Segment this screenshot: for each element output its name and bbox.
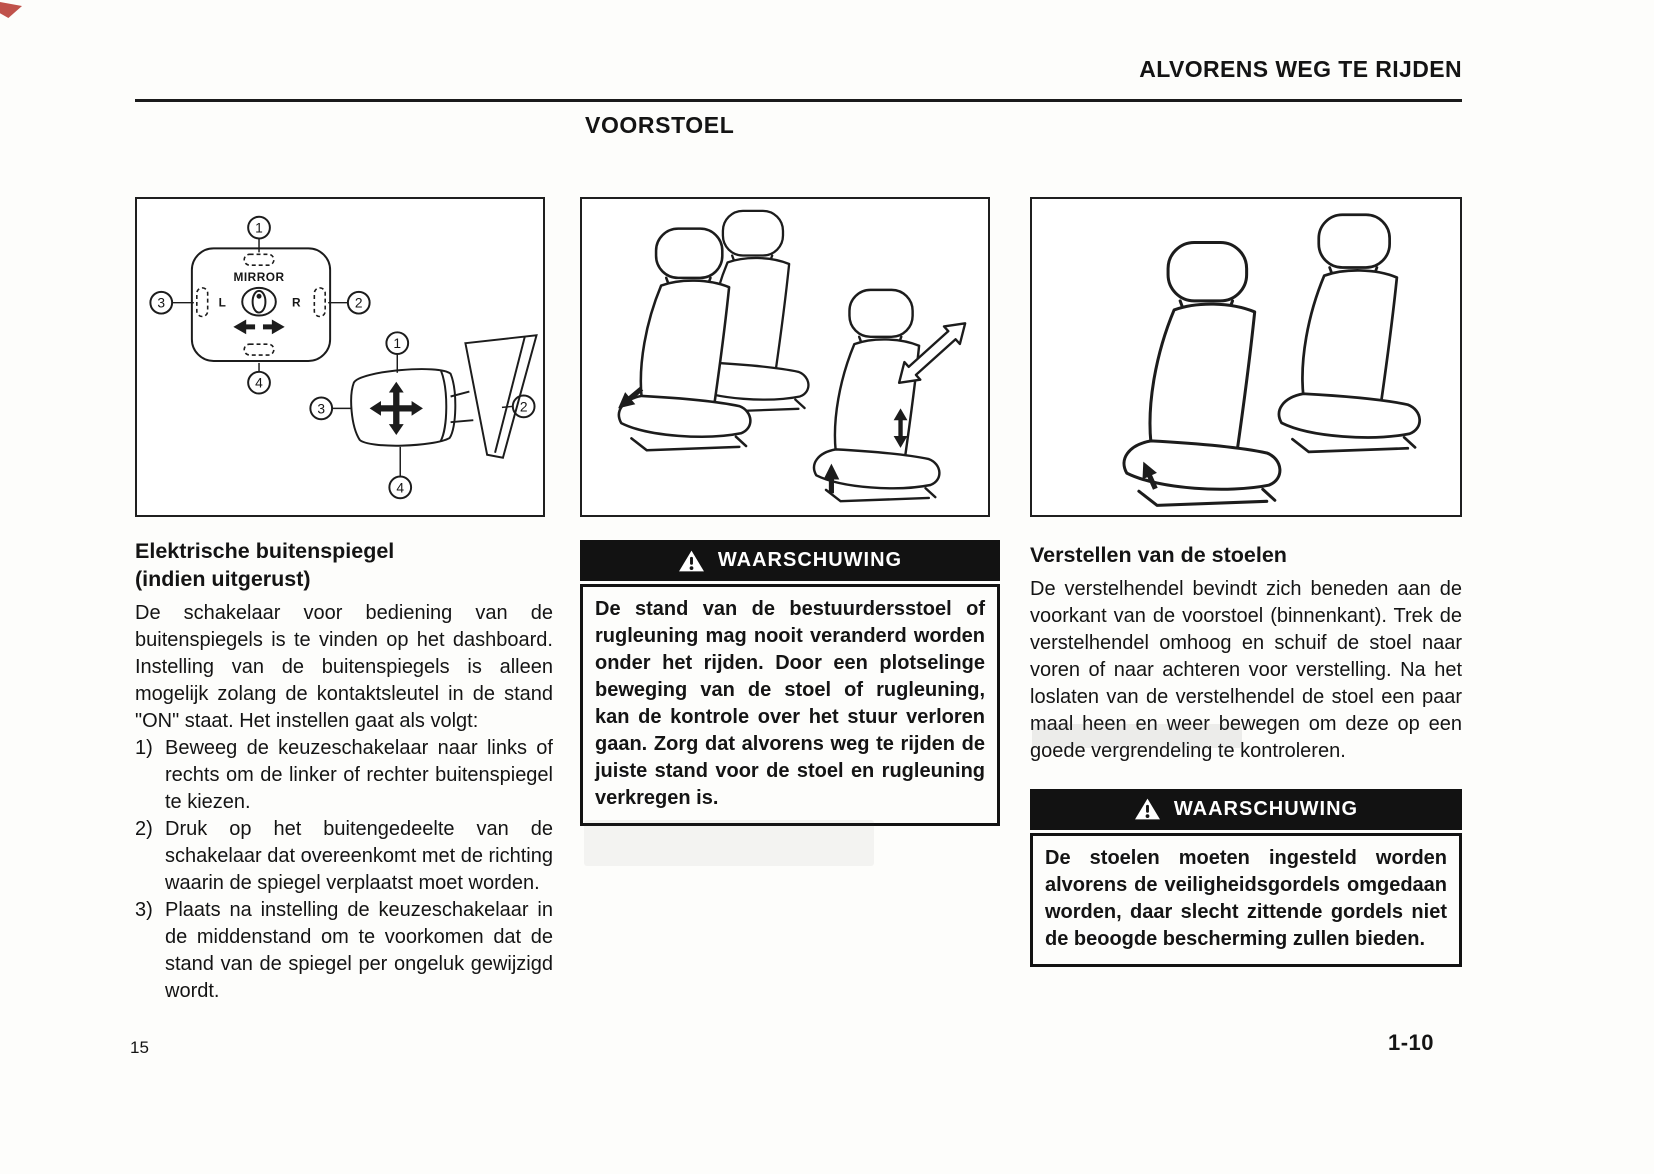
left-right-arrows-icon <box>233 319 285 335</box>
list-item: 1) Beweeg de keuzeschakelaar naar links … <box>135 735 553 816</box>
middle-column: WAARSCHUWING De stand van de bestuurders… <box>580 540 1000 826</box>
seat-lever-illustration <box>1122 213 1422 507</box>
lever-arrow-2-icon <box>823 463 840 494</box>
list-item-text: Druk op het buitengedeelte van de schake… <box>165 817 553 894</box>
warning-text: De stand van de bestuurdersstoel of rugl… <box>595 598 985 809</box>
figure-seat-lever <box>1030 197 1462 517</box>
a-pillar <box>464 334 538 459</box>
list-item-number: 2) <box>135 817 153 840</box>
page-header: ALVORENS WEG TE RIJDEN <box>1139 56 1462 82</box>
mirror-label: MIRROR <box>234 270 285 284</box>
warning-banner: WAARSCHUWING <box>1030 788 1462 830</box>
warning-text: De stoelen moeten ingesteld worden alvor… <box>1045 846 1447 950</box>
scan-smudge <box>1032 724 1242 748</box>
right-label: R <box>292 296 301 310</box>
warning-triangle-icon <box>678 550 704 571</box>
callout-2b-label: 2 <box>520 398 528 414</box>
switch-panel <box>190 247 332 362</box>
header-rule <box>135 99 1462 102</box>
callout-1b-label: 1 <box>393 335 401 351</box>
callout-3b-label: 3 <box>317 400 325 416</box>
mirror-steps-list: 1) Beweeg de keuzeschakelaar naar links … <box>135 735 553 1005</box>
seat-sliding-illustration <box>617 209 967 503</box>
right-column: Verstellen van de stoelen De verstelhend… <box>1030 542 1462 967</box>
passenger-seat <box>1277 213 1422 454</box>
selector-knob <box>241 286 277 317</box>
right-heading: Verstellen van de stoelen <box>1030 543 1287 567</box>
figure-mirror-switch: 1 3 2 4 MIRROR L R 1 2 3 4 <box>135 197 545 517</box>
list-item-text: Plaats na instelling de keuzeschakelaar … <box>165 898 553 1002</box>
vertical-double-arrow-icon <box>893 408 908 448</box>
scan-smudge <box>584 820 874 866</box>
page-number: 15 <box>130 1038 149 1057</box>
callout-2-label: 2 <box>355 295 363 311</box>
mirror-switch-illustration: 1 3 2 4 MIRROR L R 1 2 3 4 <box>149 215 538 500</box>
warning-banner: WAARSCHUWING <box>580 540 1000 581</box>
callout-3-label: 3 <box>157 295 165 311</box>
right-body: De verstelhendel bevindt zich beneden aa… <box>1030 577 1462 762</box>
warning-title: WAARSCHUWING <box>1173 797 1359 820</box>
warning-box: De stoelen moeten ingesteld worden alvor… <box>1030 832 1462 967</box>
leader-lines <box>172 238 348 372</box>
lever-arrow-icon <box>618 386 644 409</box>
leader-lines-mirror <box>332 354 513 477</box>
lever-arrow-icon <box>1142 461 1158 490</box>
list-item-number: 3) <box>135 898 153 921</box>
list-item: 2) Druk op het buitengedeelte van de sch… <box>135 816 553 897</box>
callout-4-label: 4 <box>255 375 263 391</box>
left-intro: De schakelaar voor bediening van de buit… <box>135 601 553 732</box>
list-item-number: 1) <box>135 736 153 759</box>
chapter-page-number: 1-10 <box>1388 1030 1435 1055</box>
four-way-arrow-icon <box>369 381 423 436</box>
figure-seat-sliding <box>580 197 990 517</box>
slide-double-arrow-icon <box>897 322 967 384</box>
list-item-text: Beweeg de keuzeschakelaar naar links of … <box>165 736 553 813</box>
warning-box: De stand van de bestuurdersstoel of rugl… <box>580 584 1000 826</box>
red-pen-mark <box>0 2 22 18</box>
callout-4b-label: 4 <box>396 479 404 495</box>
section-title: VOORSTOEL <box>585 112 735 138</box>
left-heading-line1: Elektrische buitenspiegel <box>135 539 395 563</box>
warning-title: WAARSCHUWING <box>717 549 903 571</box>
list-item: 3) Plaats na instelling de keuzeschakela… <box>135 897 553 1005</box>
warning-triangle-icon <box>1134 799 1160 820</box>
left-column: Elektrische buitenspiegel (indien uitger… <box>135 538 553 1005</box>
left-label: L <box>219 296 227 310</box>
left-heading-line2: (indien uitgerust) <box>135 566 311 591</box>
callout-1-label: 1 <box>255 220 263 236</box>
mirror-housing <box>350 368 457 447</box>
